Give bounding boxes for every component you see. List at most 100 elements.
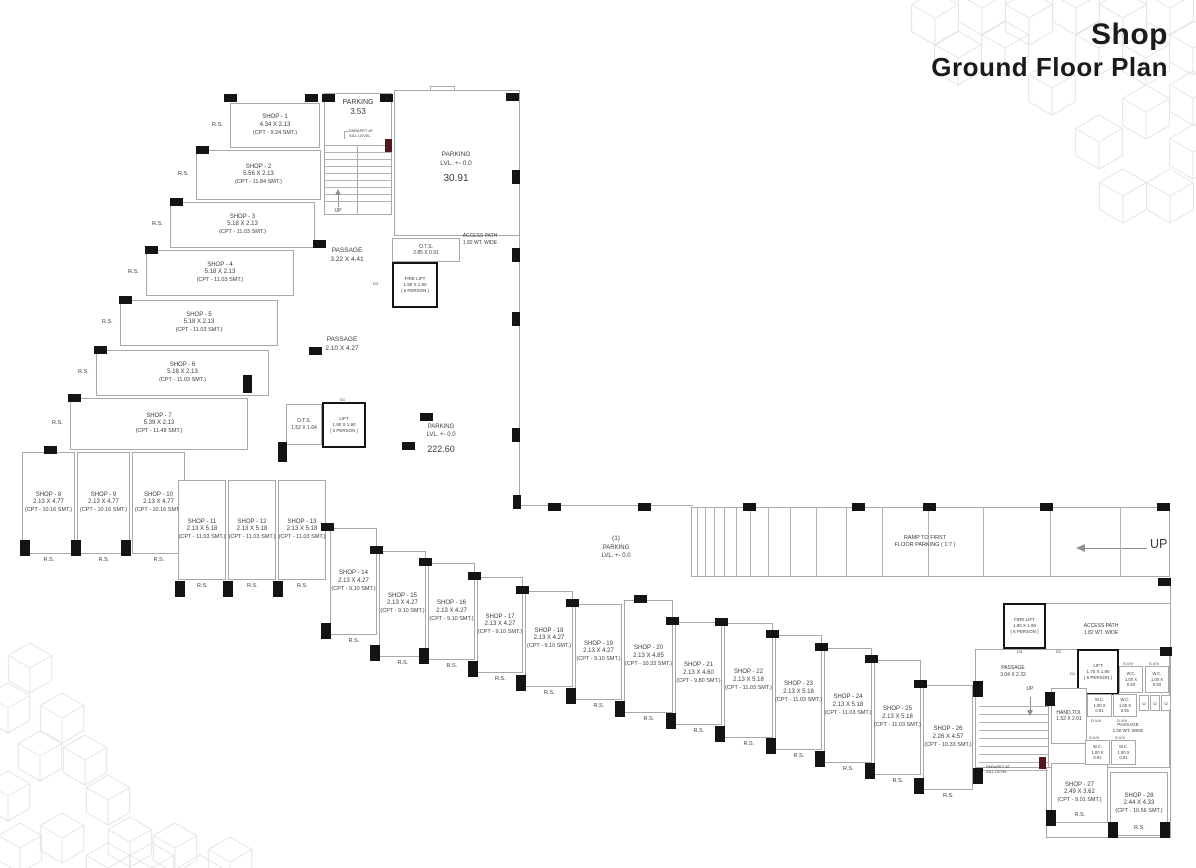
label-line: HAND.TOI. bbox=[1056, 709, 1082, 716]
ramp-line bbox=[724, 508, 725, 576]
shop-cpt: (CPT - 9.10 SMT.) bbox=[576, 656, 621, 663]
column bbox=[370, 645, 380, 661]
rs-label: R.S. bbox=[943, 793, 954, 799]
label-parking-lower: PARKING LVL. +- 0.0 222.60 bbox=[426, 423, 455, 455]
column bbox=[715, 618, 728, 626]
column bbox=[512, 428, 520, 442]
shop-name: SHOP - 19 bbox=[584, 640, 613, 647]
shop-cpt: (CPT - 10.16 SMT.) bbox=[134, 507, 183, 514]
shop-size: 5.18 X 2.13 bbox=[227, 221, 258, 228]
stair-hatch bbox=[325, 201, 391, 202]
stair-hatch bbox=[325, 187, 391, 188]
column bbox=[278, 442, 287, 462]
rs-label: R.S. bbox=[152, 221, 163, 227]
column bbox=[513, 495, 521, 509]
column bbox=[506, 93, 519, 101]
pattern-cube bbox=[0, 770, 31, 822]
label-line: O.T.S. bbox=[419, 243, 433, 250]
column bbox=[1045, 692, 1055, 706]
label-line: W.C. bbox=[1118, 744, 1129, 750]
wall-segment bbox=[324, 145, 392, 146]
shop-name: SHOP - 12 bbox=[237, 518, 267, 525]
column bbox=[566, 599, 579, 607]
stair-hatch bbox=[979, 770, 1048, 771]
column bbox=[380, 94, 393, 102]
pattern-cube bbox=[1075, 114, 1123, 170]
label-line: 1.82 WT. WIDE bbox=[1083, 629, 1119, 636]
label-line: 0.93 bbox=[1126, 682, 1136, 688]
column bbox=[865, 763, 875, 779]
shop-name: SHOP - 24 bbox=[833, 694, 863, 701]
shop-size: 5.18 X 2.13 bbox=[167, 369, 198, 376]
shop-size: 2.13 X 4.27 bbox=[387, 600, 418, 607]
urinal-label: U bbox=[1153, 700, 1157, 706]
shop-size: 2.13 X 4.77 bbox=[33, 499, 64, 506]
shop-size: 5.39 X 2.13 bbox=[143, 420, 175, 427]
rs-label: R.S. bbox=[197, 583, 208, 589]
shop-name: SHOP - 5 bbox=[186, 311, 212, 318]
label-line: 3.53 bbox=[350, 107, 366, 117]
vent-tag: S.V/V bbox=[1123, 661, 1134, 666]
shop-name: SHOP - 20 bbox=[634, 645, 663, 652]
shop-name: SHOP - 23 bbox=[784, 681, 813, 688]
label-line: W.C. bbox=[1120, 697, 1130, 703]
shop-size: 2.13 X 4.27 bbox=[533, 635, 565, 642]
column bbox=[615, 701, 625, 717]
rs-label: R.S. bbox=[643, 716, 655, 722]
shop-size: 2.13 X 4.27 bbox=[338, 577, 369, 584]
column bbox=[815, 643, 828, 651]
ramp-line bbox=[816, 508, 817, 576]
rs-label: R.S. bbox=[743, 741, 755, 747]
shop-size: 5.18 X 2.13 bbox=[204, 269, 236, 276]
shop-name: SHOP - 1 bbox=[262, 114, 288, 121]
wall-segment bbox=[1046, 768, 1047, 838]
label-line: 1.52 X 2.01 bbox=[1056, 716, 1082, 722]
urinal-label: U bbox=[1164, 700, 1168, 706]
ramp-line bbox=[882, 508, 883, 576]
shop-name: SHOP - 26 bbox=[933, 726, 963, 733]
column bbox=[71, 540, 81, 556]
ramp-box bbox=[691, 507, 1170, 577]
label-line: LIFT bbox=[339, 416, 349, 422]
shop-name: SHOP - 9 bbox=[90, 491, 117, 498]
ramp-line bbox=[697, 508, 698, 576]
hand-toi-room: HAND.TOI.1.52 X 2.01 bbox=[1051, 688, 1087, 744]
pattern-cube bbox=[0, 682, 31, 734]
shop-name: SHOP - 4 bbox=[207, 261, 233, 268]
rs-label: R.S. bbox=[446, 663, 458, 669]
door-tag: D1 bbox=[1070, 671, 1076, 676]
label-line: ACCESS PATH bbox=[462, 233, 498, 239]
label-value: 222.60 bbox=[427, 444, 455, 455]
column bbox=[402, 442, 415, 450]
urinal-label: U bbox=[1142, 700, 1146, 706]
ramp-line bbox=[1120, 508, 1121, 576]
pattern-cube bbox=[85, 774, 131, 826]
column bbox=[20, 540, 30, 556]
label-passage-b: PASSAGE 2.10 X 4.27 bbox=[325, 336, 358, 354]
rs-label: R.S. bbox=[297, 583, 308, 589]
shop-cpt: (CPT - 11.03 SMT.) bbox=[196, 277, 244, 284]
rs-label: R.S. bbox=[843, 766, 854, 772]
rs-label: R.S. bbox=[98, 557, 110, 563]
